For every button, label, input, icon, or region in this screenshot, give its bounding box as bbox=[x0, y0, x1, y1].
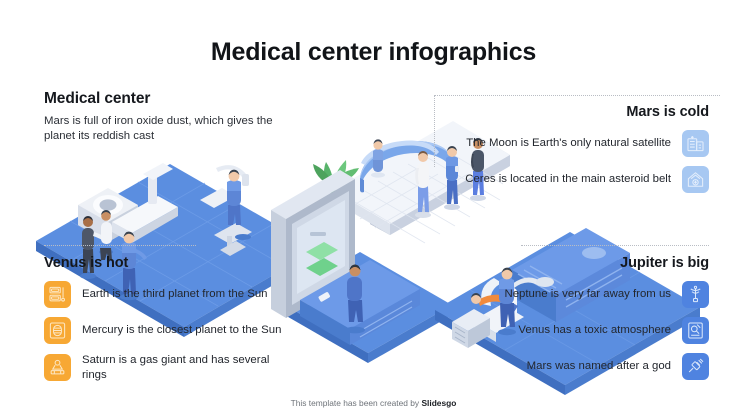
microscope-icon bbox=[44, 354, 71, 382]
standing-figure-patient bbox=[415, 151, 431, 218]
section-top-left: Medical center Mars is full of iron oxid… bbox=[44, 90, 284, 144]
clinic-house-icon bbox=[682, 166, 709, 193]
syringe-icon bbox=[682, 353, 709, 380]
list-item-label: Mars was named after a god bbox=[526, 360, 671, 373]
list-item[interactable]: Saturn is a gas giant and has several ri… bbox=[44, 353, 294, 382]
page-title: Medical center infographics bbox=[210, 38, 537, 66]
staff-figure-reception bbox=[371, 139, 385, 178]
list-item-label: Mercury is the closest planet to the Sun bbox=[82, 324, 282, 337]
section-top-right: Mars is cold The Moon is Earth's onl bbox=[449, 104, 709, 202]
connector-line-bottom-right bbox=[521, 245, 709, 246]
list-item[interactable]: Mars was named after a god bbox=[449, 353, 709, 380]
list-item[interactable]: Mercury is the closest planet to the Sun bbox=[44, 317, 294, 344]
desk-cabinet bbox=[300, 260, 420, 345]
caduceus-icon bbox=[682, 281, 709, 308]
section-heading-mars-is-cold: Mars is cold bbox=[626, 104, 709, 120]
footer-credit: This template has been created by Slides… bbox=[0, 398, 747, 408]
section-heading-jupiter-is-big: Jupiter is big bbox=[620, 255, 709, 271]
reception-desk bbox=[360, 140, 452, 193]
list-item-label: Ceres is located in the main asteroid be… bbox=[465, 173, 671, 186]
hospital-building-icon bbox=[682, 130, 709, 157]
list-item[interactable]: The Moon is Earth's only natural satelli… bbox=[449, 130, 709, 157]
examination-chair bbox=[200, 165, 252, 256]
patient-figure-mri bbox=[99, 210, 113, 260]
footer-brand: Slidesgo bbox=[421, 398, 457, 408]
medical-report-icon bbox=[682, 317, 709, 344]
list-item-label: Saturn is a gas giant and has several ri… bbox=[82, 354, 270, 381]
list-item[interactable]: Ceres is located in the main asteroid be… bbox=[449, 166, 709, 193]
xray-machine-icon bbox=[44, 281, 71, 308]
section-heading-venus-is-hot: Venus is hot bbox=[44, 255, 129, 271]
list-item[interactable]: Neptune is very far away from us bbox=[449, 281, 709, 308]
consultation-room-platform bbox=[276, 252, 452, 363]
connector-line-bottom-left bbox=[44, 245, 196, 246]
potted-plant bbox=[313, 160, 359, 209]
medical-capsule-icon bbox=[44, 317, 71, 344]
list-item-label: The Moon is Earth's only natural satelli… bbox=[466, 137, 671, 150]
section-body-medical-center: Mars is full of iron oxide dust, which g… bbox=[44, 115, 273, 143]
list-item[interactable]: Earth is the third planet from the Sun bbox=[44, 281, 294, 308]
list-item[interactable]: Venus has a toxic atmosphere bbox=[449, 317, 709, 344]
seated-patient-figure bbox=[227, 169, 251, 240]
list-item-label: Earth is the third planet from the Sun bbox=[82, 288, 268, 301]
list-item-label: Venus has a toxic atmosphere bbox=[518, 324, 671, 337]
seated-doctor-figure bbox=[345, 264, 365, 334]
section-bottom-left: Venus is hot Earth is the third planet f… bbox=[44, 255, 294, 391]
connector-line-top-right-vertical bbox=[434, 95, 435, 167]
footer-prefix: This template has been created by bbox=[290, 398, 422, 408]
list-item-label: Neptune is very far away from us bbox=[504, 288, 672, 301]
section-bottom-right: Jupiter is big Neptune is very far away … bbox=[449, 255, 709, 389]
connector-line-top-right bbox=[434, 95, 720, 96]
section-heading-medical-center: Medical center bbox=[44, 90, 151, 107]
mri-scanner bbox=[78, 163, 178, 243]
